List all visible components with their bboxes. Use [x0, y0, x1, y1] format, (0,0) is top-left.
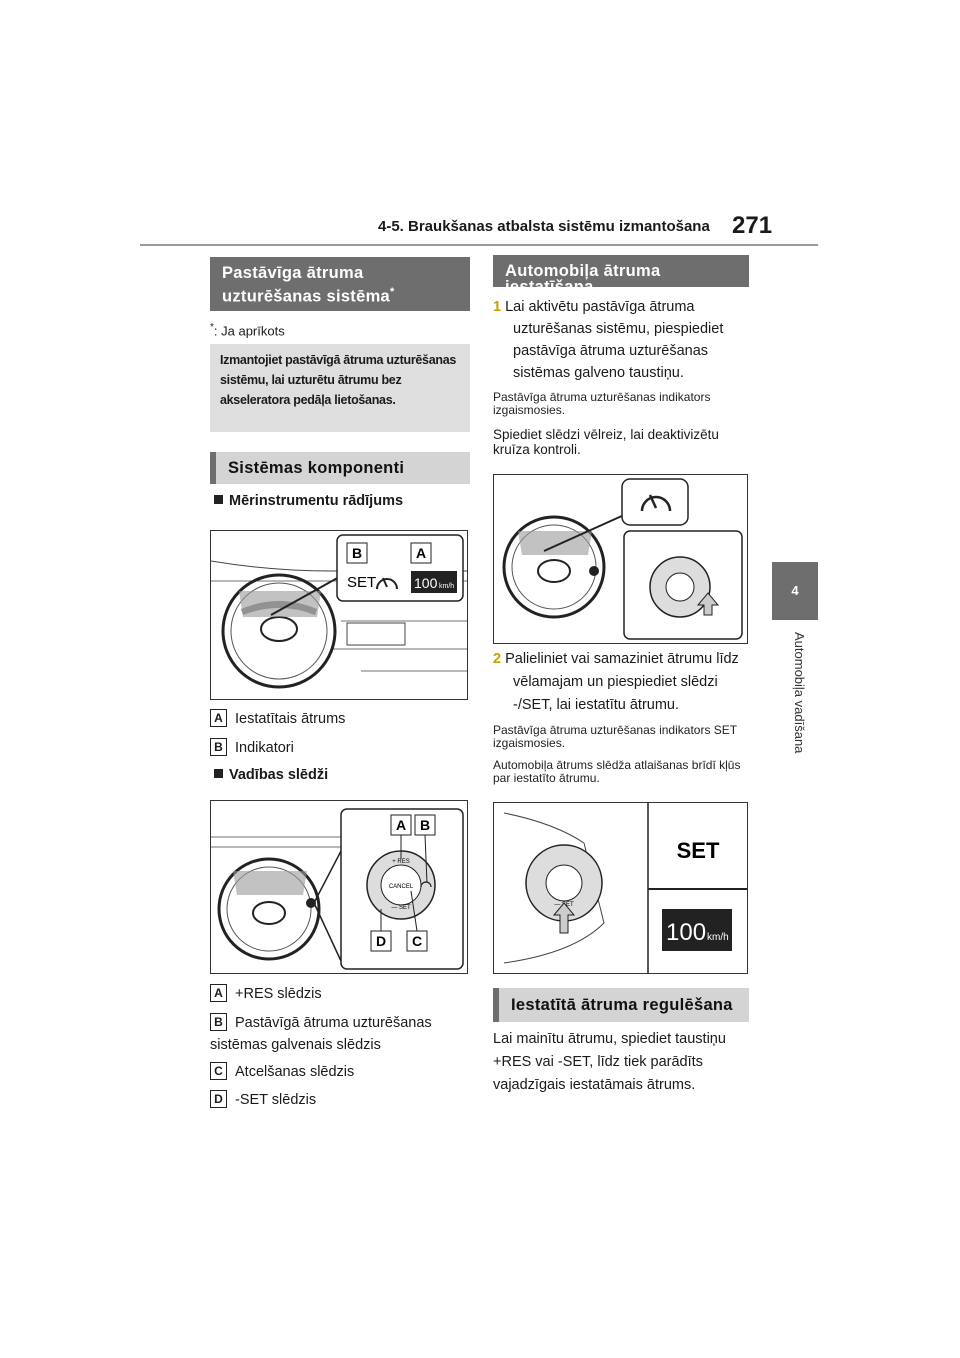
main-switch-figure [493, 474, 748, 644]
set-speed-value: 100 [666, 919, 706, 946]
switch-item-a: A+RES slēdzis [210, 984, 322, 1002]
callout-c: C [412, 933, 422, 949]
chapter-tab: 4 [772, 562, 818, 620]
set-label: — SET [391, 905, 411, 911]
cancel-label: CANCEL [389, 884, 414, 890]
chapter-title: 4-5. Braukšanas atbalsta sistēmu izmanto… [378, 218, 710, 235]
res-label: + RES [392, 859, 410, 865]
switch-figure: CANCEL + RES — SET A B D C [210, 800, 468, 974]
dashboard-illustration: B A SET 100 km/h [210, 534, 467, 689]
meter-figure: B A SET 100 km/h [210, 530, 468, 700]
set-speed-value: 100 [414, 575, 438, 591]
cruise-gauge-icon [640, 494, 672, 512]
chapter-tab-label: Automobiļa vadīšana [792, 632, 807, 754]
switch-item-d: D-SET slēdzis [210, 1090, 316, 1108]
meter-heading: Mērinstrumentu rādījums [214, 493, 403, 509]
cruise-gauge-icon [376, 577, 398, 590]
speed-unit: km/h [707, 932, 729, 943]
callout-b: B [352, 545, 362, 561]
main-switch-illustration [502, 478, 743, 640]
set-switch-figure: — SET SET 100 km/h [493, 802, 748, 974]
step-1-note: Pastāvīga ātruma uzturēšanas indikators … [493, 390, 711, 417]
step-2-note-2: Automobiļa ātrums slēdža atlaišanas brīd… [493, 758, 741, 785]
set-indicator: SET [677, 838, 720, 863]
page-number: 271 [732, 212, 773, 239]
cruise-gauge-icon [420, 881, 432, 888]
step-2-note: Pastāvīga ātruma uzturēšanas indikators … [493, 723, 737, 750]
set-indicator: SET [347, 574, 376, 591]
components-heading: Sistēmas komponenti [210, 452, 470, 484]
step-1-note-2: Spiediet slēdzi vēlreiz, lai deaktivizēt… [493, 427, 719, 457]
callout-a: A [396, 817, 406, 833]
adjust-text: Lai mainītu ātrumu, spiediet taustiņu +R… [493, 1031, 726, 1093]
callout-a: A [416, 545, 426, 561]
callout-d: D [376, 933, 386, 949]
adjust-heading: Iestatītā ātruma regulēšana [493, 988, 749, 1022]
set-switch-illustration: — SET SET 100 km/h [503, 803, 747, 973]
speed-unit: km/h [439, 583, 454, 590]
section-title: Pastāvīga ātruma uzturēšanas sistēma* [210, 257, 470, 311]
footnote: *: Ja aprīkots [210, 322, 285, 339]
intro-text: Izmantojiet pastāvīgā ātruma uzturēšanas… [210, 344, 470, 432]
header-rule [140, 244, 818, 246]
switch-heading: Vadības slēdži [214, 767, 328, 783]
set-speed-heading: Automobiļa ātruma iestatīšana [493, 255, 749, 295]
steering-switch-illustration: CANCEL + RES — SET A B D C [211, 808, 464, 970]
callout-b: B [420, 817, 430, 833]
